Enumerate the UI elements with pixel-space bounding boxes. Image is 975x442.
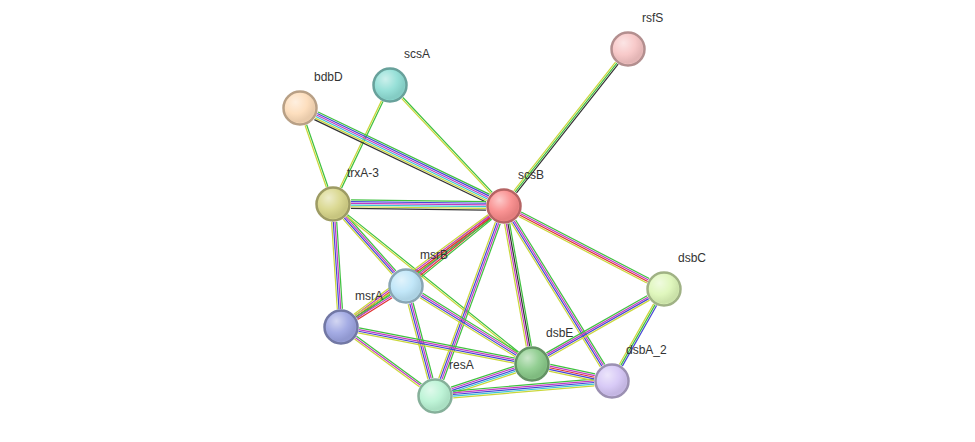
interaction-edge: [514, 62, 618, 193]
node-circle: [486, 188, 522, 224]
node-label: scsB: [518, 168, 544, 182]
evidence-line: [355, 339, 420, 387]
node-label: dsbA_2: [626, 343, 667, 357]
interaction-edge: [511, 220, 604, 367]
protein-node: scsB: [486, 188, 522, 224]
evidence-line: [356, 338, 421, 386]
evidence-line: [453, 381, 594, 393]
evidence-line: [453, 384, 594, 396]
protein-node: trxA-3: [315, 186, 351, 222]
evidence-line: [513, 222, 602, 366]
node-circle: [610, 31, 646, 67]
evidence-line: [358, 333, 514, 363]
node-circle: [646, 271, 682, 307]
protein-node: dsbC: [646, 271, 682, 307]
interaction-edge: [332, 222, 343, 309]
interaction-edge: [439, 222, 501, 380]
evidence-line: [346, 217, 395, 272]
evidence-line: [359, 330, 515, 360]
protein-node: scsA: [372, 67, 408, 103]
evidence-line: [516, 64, 618, 193]
protein-node: msrA: [323, 309, 359, 345]
evidence-line: [622, 306, 656, 367]
node-circle: [323, 309, 359, 345]
evidence-line: [305, 125, 326, 187]
evidence-line: [332, 222, 338, 309]
evidence-line: [317, 113, 489, 195]
evidence-line: [520, 215, 648, 281]
node-label: bdbD: [314, 70, 343, 84]
evidence-line: [442, 223, 499, 379]
evidence-line: [317, 115, 489, 197]
evidence-line: [453, 386, 594, 398]
evidence-line: [520, 214, 648, 280]
protein-node: bdbD: [282, 90, 318, 126]
protein-node: resA: [417, 378, 453, 414]
evidence-line: [510, 223, 532, 346]
node-label: dsbE: [546, 326, 573, 340]
evidence-line: [521, 212, 649, 278]
evidence-line: [508, 224, 530, 347]
node-label: trxA-3: [347, 166, 379, 180]
interaction-edge: [519, 212, 649, 283]
evidence-line: [318, 112, 490, 194]
interaction-edge: [343, 216, 396, 275]
interaction-edge: [351, 200, 486, 210]
evidence-line: [453, 383, 594, 395]
evidence-line: [519, 217, 647, 283]
node-circle: [372, 67, 408, 103]
evidence-line: [516, 220, 605, 364]
node-label: msrB: [420, 248, 448, 262]
evidence-line: [440, 223, 497, 379]
node-circle: [388, 268, 424, 304]
interaction-edge: [340, 101, 383, 188]
protein-node: dsbE: [514, 346, 550, 382]
evidence-line: [359, 331, 515, 361]
node-circle: [594, 363, 630, 399]
interaction-edge: [305, 125, 328, 188]
interaction-edge: [358, 328, 515, 363]
evidence-line: [316, 117, 488, 199]
node-circle: [514, 346, 550, 382]
evidence-line: [515, 63, 617, 192]
evidence-line: [511, 223, 600, 367]
evidence-line: [549, 369, 594, 379]
node-circle: [282, 90, 318, 126]
evidence-line: [342, 102, 383, 189]
evidence-line: [359, 328, 515, 358]
evidence-line: [347, 216, 396, 271]
node-label: dsbC: [678, 251, 706, 265]
protein-node: rsfS: [610, 31, 646, 67]
evidence-line: [453, 379, 594, 391]
evidence-line: [549, 371, 594, 381]
protein-node: dsbA_2: [594, 363, 630, 399]
interaction-edge: [549, 364, 595, 380]
node-label: resA: [449, 358, 474, 372]
node-label: scsA: [404, 47, 430, 61]
evidence-line: [307, 125, 328, 187]
node-circle: [315, 186, 351, 222]
node-circle: [417, 378, 453, 414]
evidence-line: [452, 370, 515, 391]
protein-node: msrB: [388, 268, 424, 304]
evidence-line: [340, 101, 381, 188]
node-label: rsfS: [642, 11, 663, 25]
interaction-edge: [354, 215, 491, 319]
evidence-line: [514, 221, 603, 365]
node-label: msrA: [355, 289, 383, 303]
interaction-edge: [453, 379, 595, 398]
evidence-line: [351, 208, 486, 210]
evidence-line: [514, 62, 616, 191]
